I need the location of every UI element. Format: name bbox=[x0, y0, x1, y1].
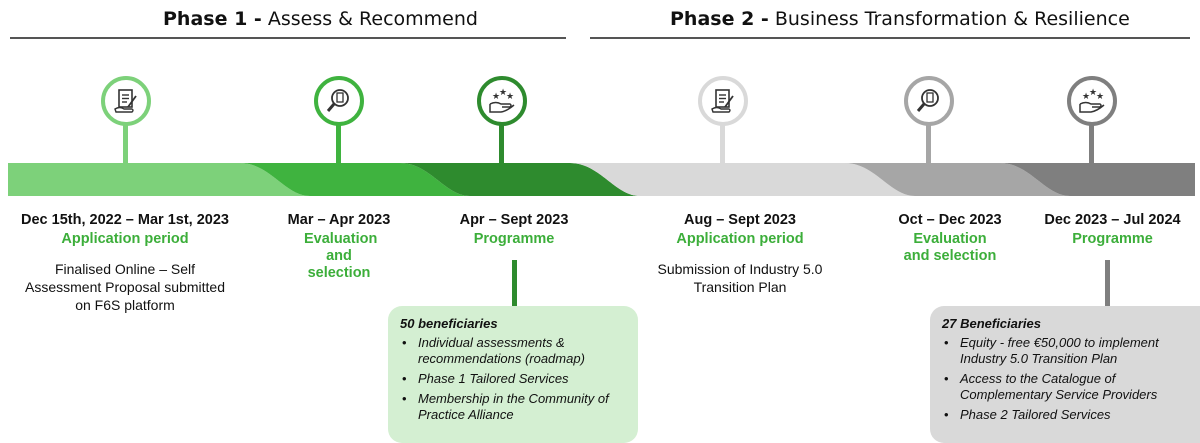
step-4-label: Application period bbox=[676, 231, 804, 247]
svg-text:★: ★ bbox=[1096, 92, 1104, 102]
step-2-label: Evaluation and selection bbox=[304, 231, 378, 281]
step-1-description: Finalised Online – Self Assessment Propo… bbox=[25, 261, 225, 313]
step-3-date: Apr – Sept 2023 bbox=[459, 212, 569, 228]
stem-2 bbox=[336, 124, 341, 164]
phase-1-programme-box: 50 beneficiaries Individual assessments … bbox=[388, 306, 638, 443]
document-pen-icon bbox=[698, 76, 748, 126]
step-5-date: Oct – Dec 2023 bbox=[898, 212, 1002, 228]
phase-2-title-bold: Phase 2 - bbox=[670, 8, 769, 30]
stem-6 bbox=[1089, 124, 1094, 164]
svg-text:★: ★ bbox=[506, 92, 514, 102]
phase-2-programme-box: 27 Beneficiaries Equity - free €50,000 t… bbox=[930, 306, 1200, 443]
phase-1-divider bbox=[10, 37, 566, 39]
phase-2-title-rest: Business Transformation & Resilience bbox=[768, 8, 1130, 30]
phase-1-title: Phase 1 - Assess & Recommend bbox=[163, 8, 478, 30]
box-1-item: Membership in the Community of Practice … bbox=[402, 391, 628, 423]
phase-2-title: Phase 2 - Business Transformation & Resi… bbox=[670, 8, 1130, 30]
band-segment-2 bbox=[240, 163, 470, 196]
step-1-date: Dec 15th, 2022 – Mar 1st, 2023 bbox=[21, 212, 229, 228]
stem-3 bbox=[499, 124, 504, 164]
band-segment-4 bbox=[570, 163, 915, 196]
band-segment-1 bbox=[8, 163, 310, 196]
step-5-label: Evaluation and selection bbox=[903, 231, 997, 264]
step-2-date: Mar – Apr 2023 bbox=[287, 212, 391, 228]
phase-2-divider bbox=[590, 37, 1190, 39]
box-1-item: Phase 1 Tailored Services bbox=[402, 371, 628, 387]
magnifier-document-icon bbox=[314, 76, 364, 126]
box-1-item: Individual assessments & recommendations… bbox=[402, 335, 628, 367]
svg-text:★: ★ bbox=[1082, 92, 1090, 102]
box-1-connector bbox=[512, 260, 517, 306]
hand-stars-icon: ★★★ bbox=[1067, 76, 1117, 126]
band-segment-3 bbox=[400, 163, 640, 196]
box-2-list: Equity - free €50,000 to implement Indus… bbox=[942, 335, 1190, 423]
box-2-connector bbox=[1105, 260, 1110, 306]
box-2-item: Phase 2 Tailored Services bbox=[944, 407, 1190, 423]
step-4-description: Submission of Industry 5.0 Transition Pl… bbox=[657, 261, 823, 295]
step-1-label: Application period bbox=[61, 231, 189, 247]
svg-text:★: ★ bbox=[1089, 88, 1097, 98]
hand-stars-icon: ★★★ bbox=[477, 76, 527, 126]
svg-text:★: ★ bbox=[499, 88, 507, 98]
step-3-label: Programme bbox=[473, 231, 555, 247]
phase-1-title-bold: Phase 1 - bbox=[163, 8, 262, 30]
document-pen-icon bbox=[101, 76, 151, 126]
box-1-list: Individual assessments & recommendations… bbox=[400, 335, 628, 423]
stem-1 bbox=[123, 124, 128, 164]
box-2-item: Access to the Catalogue of Complementary… bbox=[944, 371, 1190, 403]
svg-text:★: ★ bbox=[492, 92, 500, 102]
box-2-heading: 27 Beneficiaries bbox=[942, 316, 1042, 331]
stem-4 bbox=[720, 124, 725, 164]
phase-1-title-rest: Assess & Recommend bbox=[261, 8, 478, 30]
step-6-date: Dec 2023 – Jul 2024 bbox=[1044, 212, 1181, 228]
step-4-date: Aug – Sept 2023 bbox=[683, 212, 796, 228]
band-segment-5 bbox=[845, 163, 1070, 196]
band-segment-6 bbox=[1000, 163, 1195, 196]
box-2-item: Equity - free €50,000 to implement Indus… bbox=[944, 335, 1190, 367]
step-6-label: Programme bbox=[1072, 231, 1153, 247]
stem-5 bbox=[926, 124, 931, 164]
box-1-heading: 50 beneficiaries bbox=[400, 316, 498, 331]
magnifier-document-icon bbox=[904, 76, 954, 126]
